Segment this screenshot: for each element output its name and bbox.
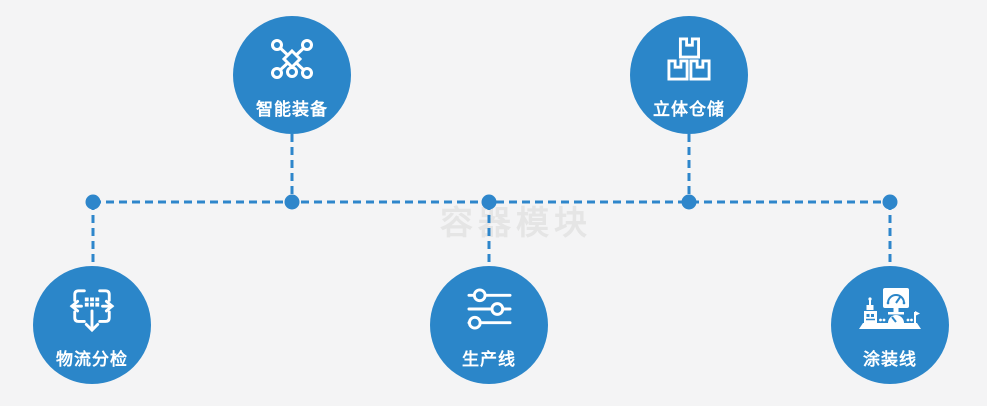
control-console-icon bbox=[859, 288, 921, 329]
node-logistics-sorting: 物流分检 bbox=[33, 266, 151, 384]
node-coating-line: 涂装线 bbox=[831, 266, 949, 384]
sliders-icon bbox=[466, 288, 512, 330]
node-label: 生产线 bbox=[462, 350, 516, 369]
junction-dot bbox=[284, 194, 300, 210]
junction-dot bbox=[481, 194, 497, 210]
network-nodes-icon bbox=[271, 39, 313, 79]
node-label: 智能装备 bbox=[256, 100, 328, 119]
node-label: 物流分检 bbox=[56, 350, 128, 369]
sorting-arrows-icon bbox=[69, 289, 115, 333]
node-label: 立体仓储 bbox=[653, 100, 725, 119]
node-smart-equipment: 智能装备 bbox=[233, 16, 351, 134]
node-stereo-warehouse: 立体仓储 bbox=[630, 16, 748, 134]
watermark-text: 容器模块 bbox=[440, 204, 592, 241]
junction-dot bbox=[882, 194, 898, 210]
stacked-boxes-icon bbox=[667, 37, 711, 81]
junction-dot bbox=[85, 194, 101, 210]
junction-dot bbox=[681, 194, 697, 210]
node-production-line: 生产线 bbox=[430, 266, 548, 384]
node-label: 涂装线 bbox=[863, 350, 917, 369]
